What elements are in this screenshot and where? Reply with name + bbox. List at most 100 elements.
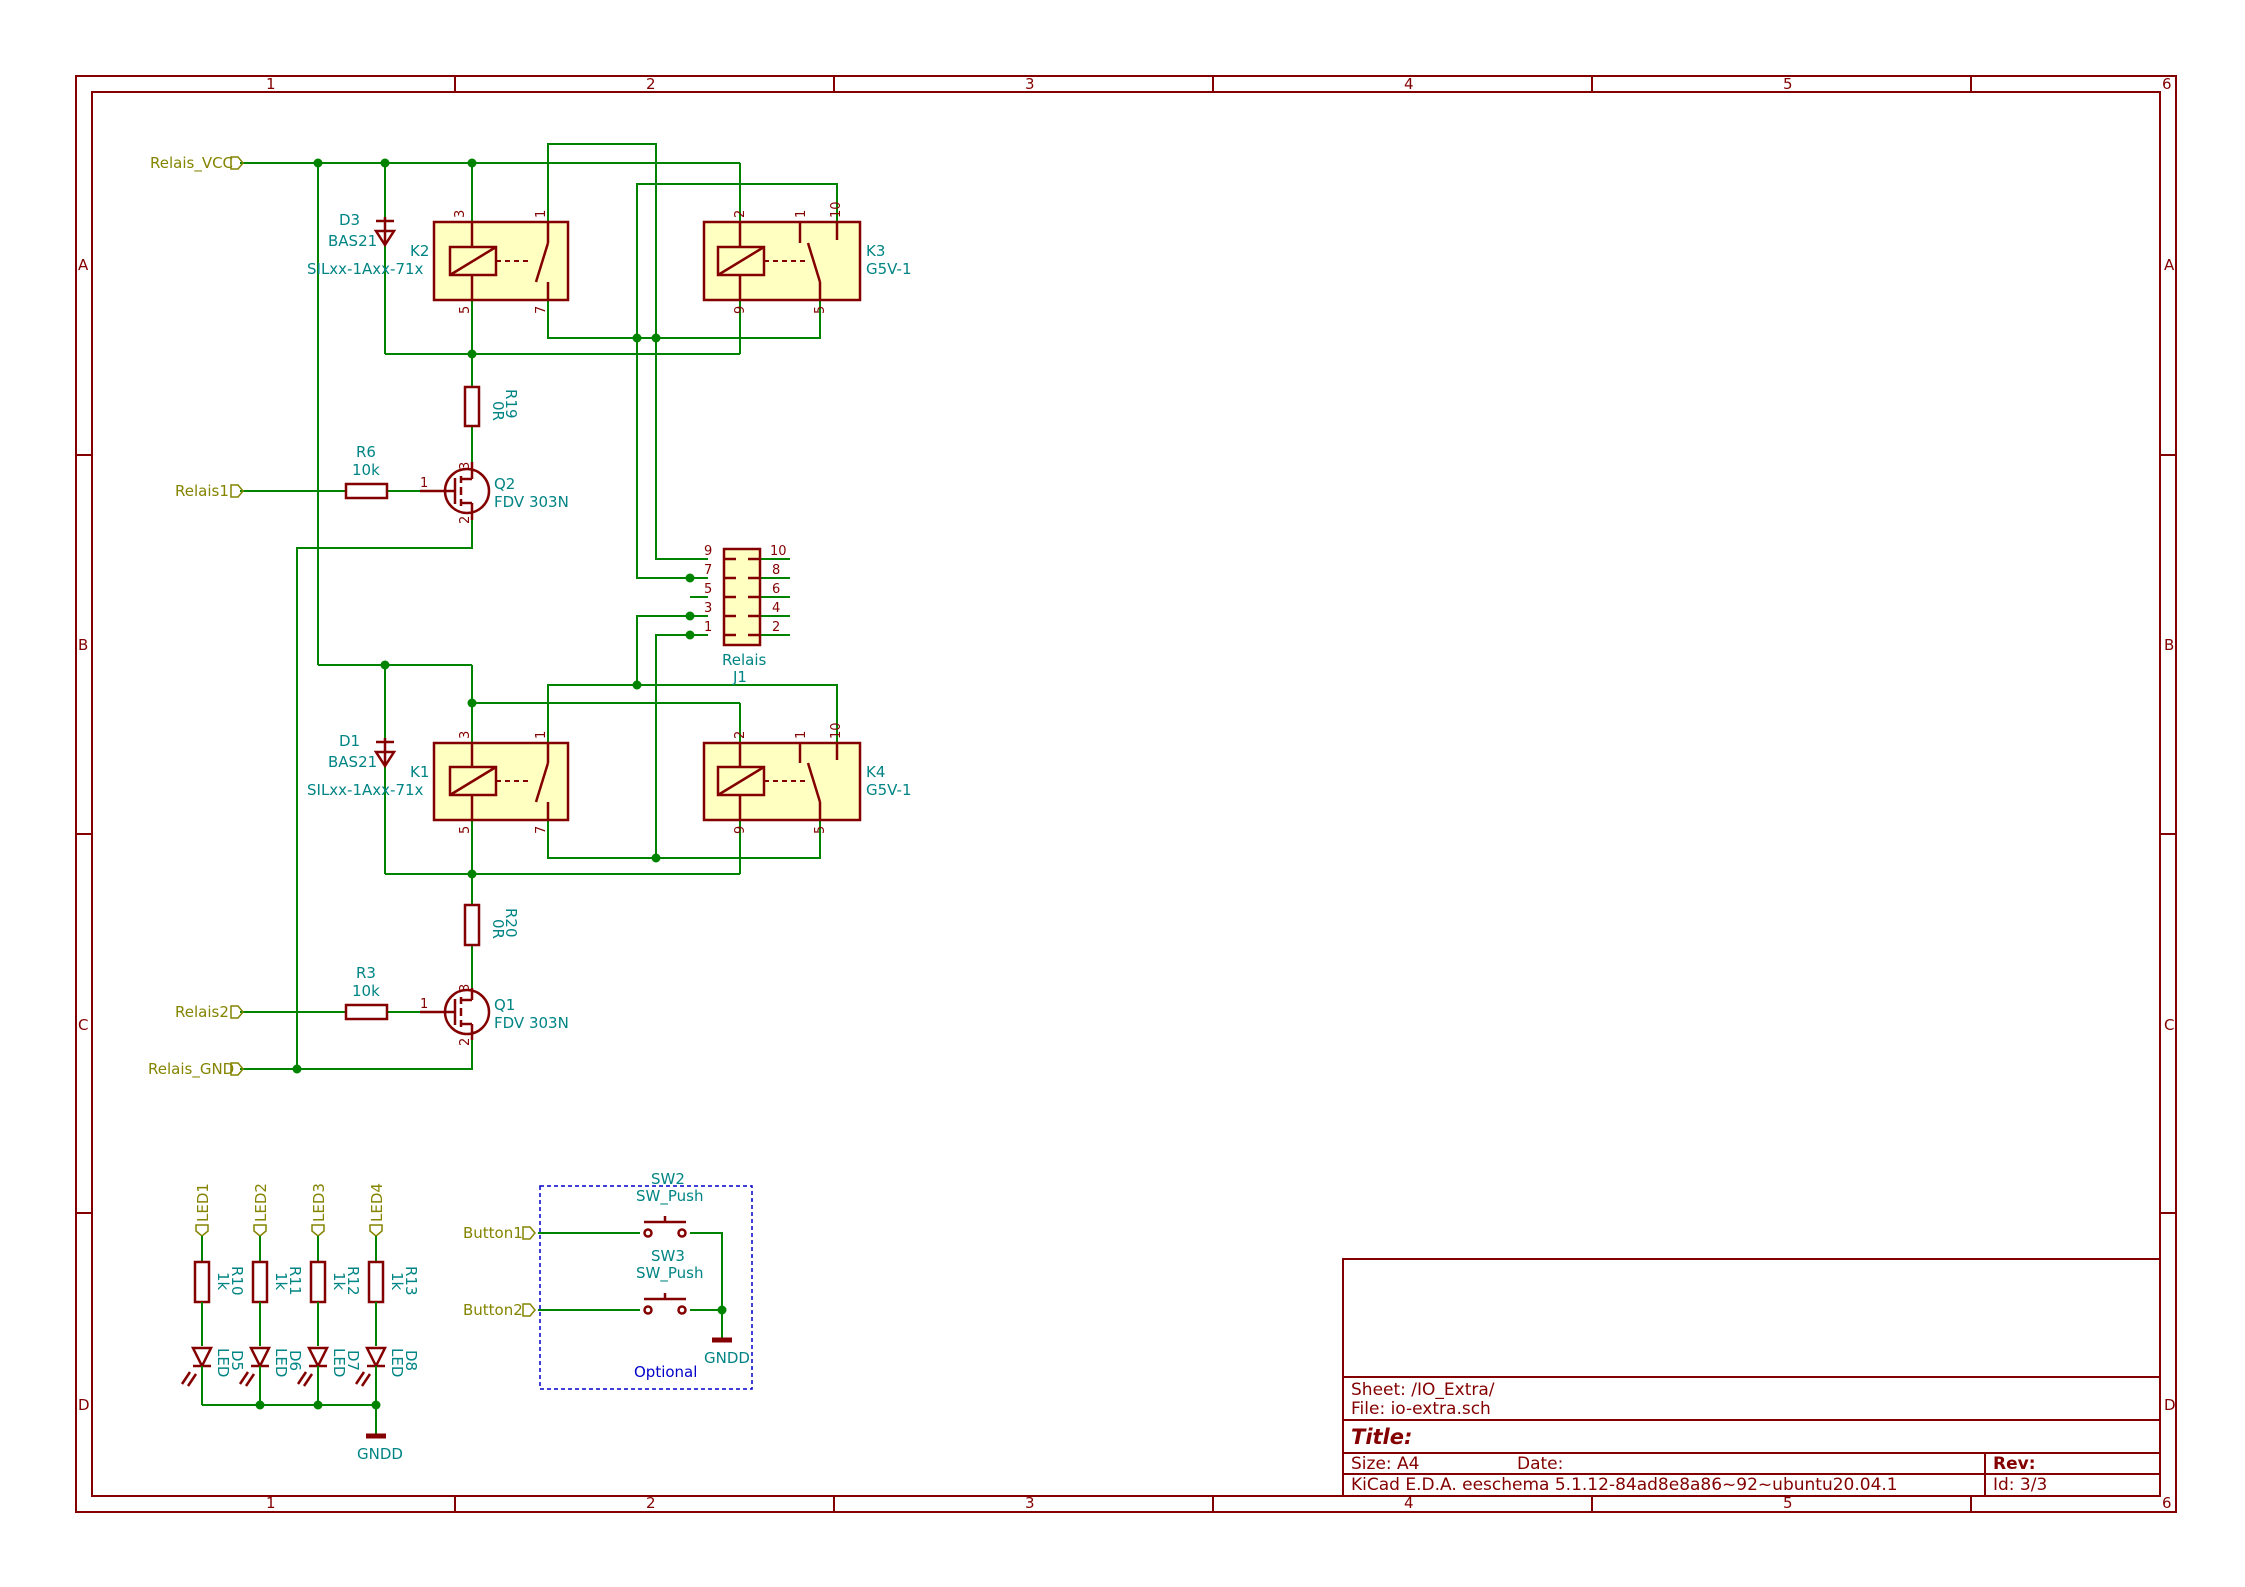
frame-col-5-top: 5 — [1783, 75, 1793, 93]
q2-pin2: 2 — [458, 516, 473, 524]
frame-col-1-top: 1 — [266, 75, 276, 93]
wires — [202, 143, 838, 1434]
d6-ref: D6 — [286, 1350, 304, 1371]
frame-col-2-top: 2 — [646, 75, 656, 93]
k2-pin3: 3 — [453, 210, 468, 218]
led-column-1[interactable]: LED1 1k R10 LED D5 — [180, 1183, 246, 1405]
d8-value: LED — [388, 1348, 406, 1377]
r20-ref: R20 — [502, 908, 520, 938]
resistor-r20[interactable]: 0R R20 — [463, 903, 520, 947]
resistor-r3[interactable]: R3 10k — [344, 964, 389, 1021]
button2-label: Button2 — [463, 1301, 523, 1319]
gndd-leds-label: GNDD — [357, 1445, 403, 1463]
frame-col-3-bottom: 3 — [1025, 1494, 1035, 1512]
resistor-r6[interactable]: R6 10k — [344, 443, 389, 500]
tb-size: Size: A4 — [1351, 1454, 1419, 1474]
hier-label-relais-vcc[interactable]: Relais_VCC — [150, 154, 244, 173]
relais-vcc-label: Relais_VCC — [150, 154, 233, 173]
d7-ref: D7 — [344, 1350, 362, 1371]
k4-pin1: 1 — [794, 731, 809, 739]
k3-pin9: 9 — [733, 306, 748, 314]
connector-j1[interactable]: 9 7 5 3 1 10 8 6 4 2 Relais J1 — [704, 544, 787, 686]
diode-d3[interactable]: D3 BAS21 — [328, 211, 397, 250]
k3-ref: K3 — [866, 242, 885, 260]
j1-pin3: 3 — [704, 601, 712, 616]
mosfet-q1[interactable]: 1 3 2 Q1 FDV 303N — [420, 984, 569, 1046]
frame-row-a-left: A — [78, 256, 89, 274]
relais1-label: Relais1 — [175, 482, 229, 500]
hier-label-relais2[interactable]: Relais2 — [175, 1003, 244, 1021]
k1-ref: K1 — [410, 763, 429, 781]
j1-pin9: 9 — [704, 544, 712, 559]
relay-k1[interactable]: 3 1 5 7 K1 SILxx-1Axx-71x — [307, 731, 570, 834]
hier-label-relais1[interactable]: Relais1 — [175, 482, 244, 500]
optional-label: Optional — [634, 1363, 697, 1381]
tb-tool: KiCad E.D.A. eeschema 5.1.12-84ad8e8a86~… — [1351, 1475, 1898, 1495]
led4-label: LED4 — [368, 1183, 386, 1222]
resistor-r19[interactable]: 0R R19 — [463, 385, 520, 428]
tb-file: File: io-extra.sch — [1351, 1399, 1491, 1419]
k1-value: SILxx-1Axx-71x — [307, 781, 424, 799]
relay-k2[interactable]: 3 1 5 7 K2 SILxx-1Axx-71x — [307, 210, 570, 314]
button1-label: Button1 — [463, 1224, 523, 1242]
hier-label-button2[interactable]: Button2 — [463, 1301, 536, 1319]
led3-label: LED3 — [310, 1183, 328, 1222]
switch-sw2[interactable]: SW2 SW_Push — [636, 1170, 703, 1238]
d1-value: BAS21 — [328, 753, 377, 771]
q1-pin2: 2 — [458, 1038, 473, 1046]
hier-label-button1[interactable]: Button1 — [463, 1224, 536, 1242]
frame-col-labels-top: 1 2 3 4 5 6 — [266, 75, 2172, 93]
r3-value: 10k — [352, 982, 380, 1000]
k4-value: G5V-1 — [866, 781, 912, 799]
title-block: Sheet: /IO_Extra/ File: io-extra.sch Tit… — [1342, 1258, 2161, 1497]
k2-pin7: 7 — [534, 306, 549, 314]
j1-pin10: 10 — [770, 544, 787, 559]
hier-label-relais-gnd[interactable]: Relais_GND — [148, 1060, 244, 1079]
r11-ref: R11 — [286, 1266, 304, 1296]
gndd-leds: GNDD — [357, 1433, 403, 1463]
led-column-2[interactable]: LED2 1k R11 LED D6 — [238, 1183, 304, 1405]
mosfet-q2[interactable]: 1 3 2 Q2 FDV 303N — [420, 462, 569, 524]
frame-col-4-top: 4 — [1404, 75, 1414, 93]
frame-row-b-right: B — [2164, 636, 2174, 654]
j1-value: Relais — [722, 651, 767, 669]
frame-row-c-right: C — [2164, 1016, 2174, 1034]
frame-col-5-bottom: 5 — [1783, 1494, 1793, 1512]
led-column-4[interactable]: LED4 1k R13 LED D8 — [354, 1183, 420, 1405]
frame-row-d-left: D — [78, 1396, 90, 1414]
j1-pin2: 2 — [772, 620, 780, 635]
k4-ref: K4 — [866, 763, 885, 781]
frame-col-2-bottom: 2 — [646, 1494, 656, 1512]
r12-value: 1k — [330, 1272, 348, 1291]
relay-k3[interactable]: 2 1 10 9 5 K3 G5V-1 — [702, 201, 912, 314]
d6-value: LED — [272, 1348, 290, 1377]
k4-pin2: 2 — [733, 731, 748, 739]
led-column-3[interactable]: LED3 1k R12 LED D7 — [296, 1183, 362, 1405]
gndd-buttons: GNDD — [704, 1337, 750, 1367]
diode-d1[interactable]: D1 BAS21 — [328, 732, 397, 771]
frame-row-d-right: D — [2164, 1396, 2176, 1414]
r10-value: 1k — [214, 1272, 232, 1291]
k1-pin5: 5 — [458, 826, 473, 834]
r6-ref: R6 — [356, 443, 376, 461]
q1-pin1: 1 — [420, 997, 428, 1012]
frame-row-labels-left: A B C D — [78, 256, 90, 1414]
q2-ref: Q2 — [494, 475, 515, 493]
switch-sw3[interactable]: SW3 SW_Push — [636, 1247, 703, 1315]
optional-box: Optional — [539, 1185, 753, 1390]
j1-pin5: 5 — [704, 582, 712, 597]
sw3-ref: SW3 — [651, 1247, 685, 1265]
d1-ref: D1 — [339, 732, 360, 750]
frame-row-labels-right: A B C D — [2164, 256, 2176, 1414]
gndd-buttons-label: GNDD — [704, 1349, 750, 1367]
relay-k4[interactable]: 2 1 10 9 5 K4 G5V-1 — [702, 722, 912, 834]
j1-pin1: 1 — [704, 620, 712, 635]
frame-col-6-top: 6 — [2162, 75, 2172, 93]
r13-value: 1k — [388, 1272, 406, 1291]
d7-value: LED — [330, 1348, 348, 1377]
r11-value: 1k — [272, 1272, 290, 1291]
relais2-label: Relais2 — [175, 1003, 229, 1021]
frame-row-a-right: A — [2164, 256, 2175, 274]
r3-ref: R3 — [356, 964, 376, 982]
